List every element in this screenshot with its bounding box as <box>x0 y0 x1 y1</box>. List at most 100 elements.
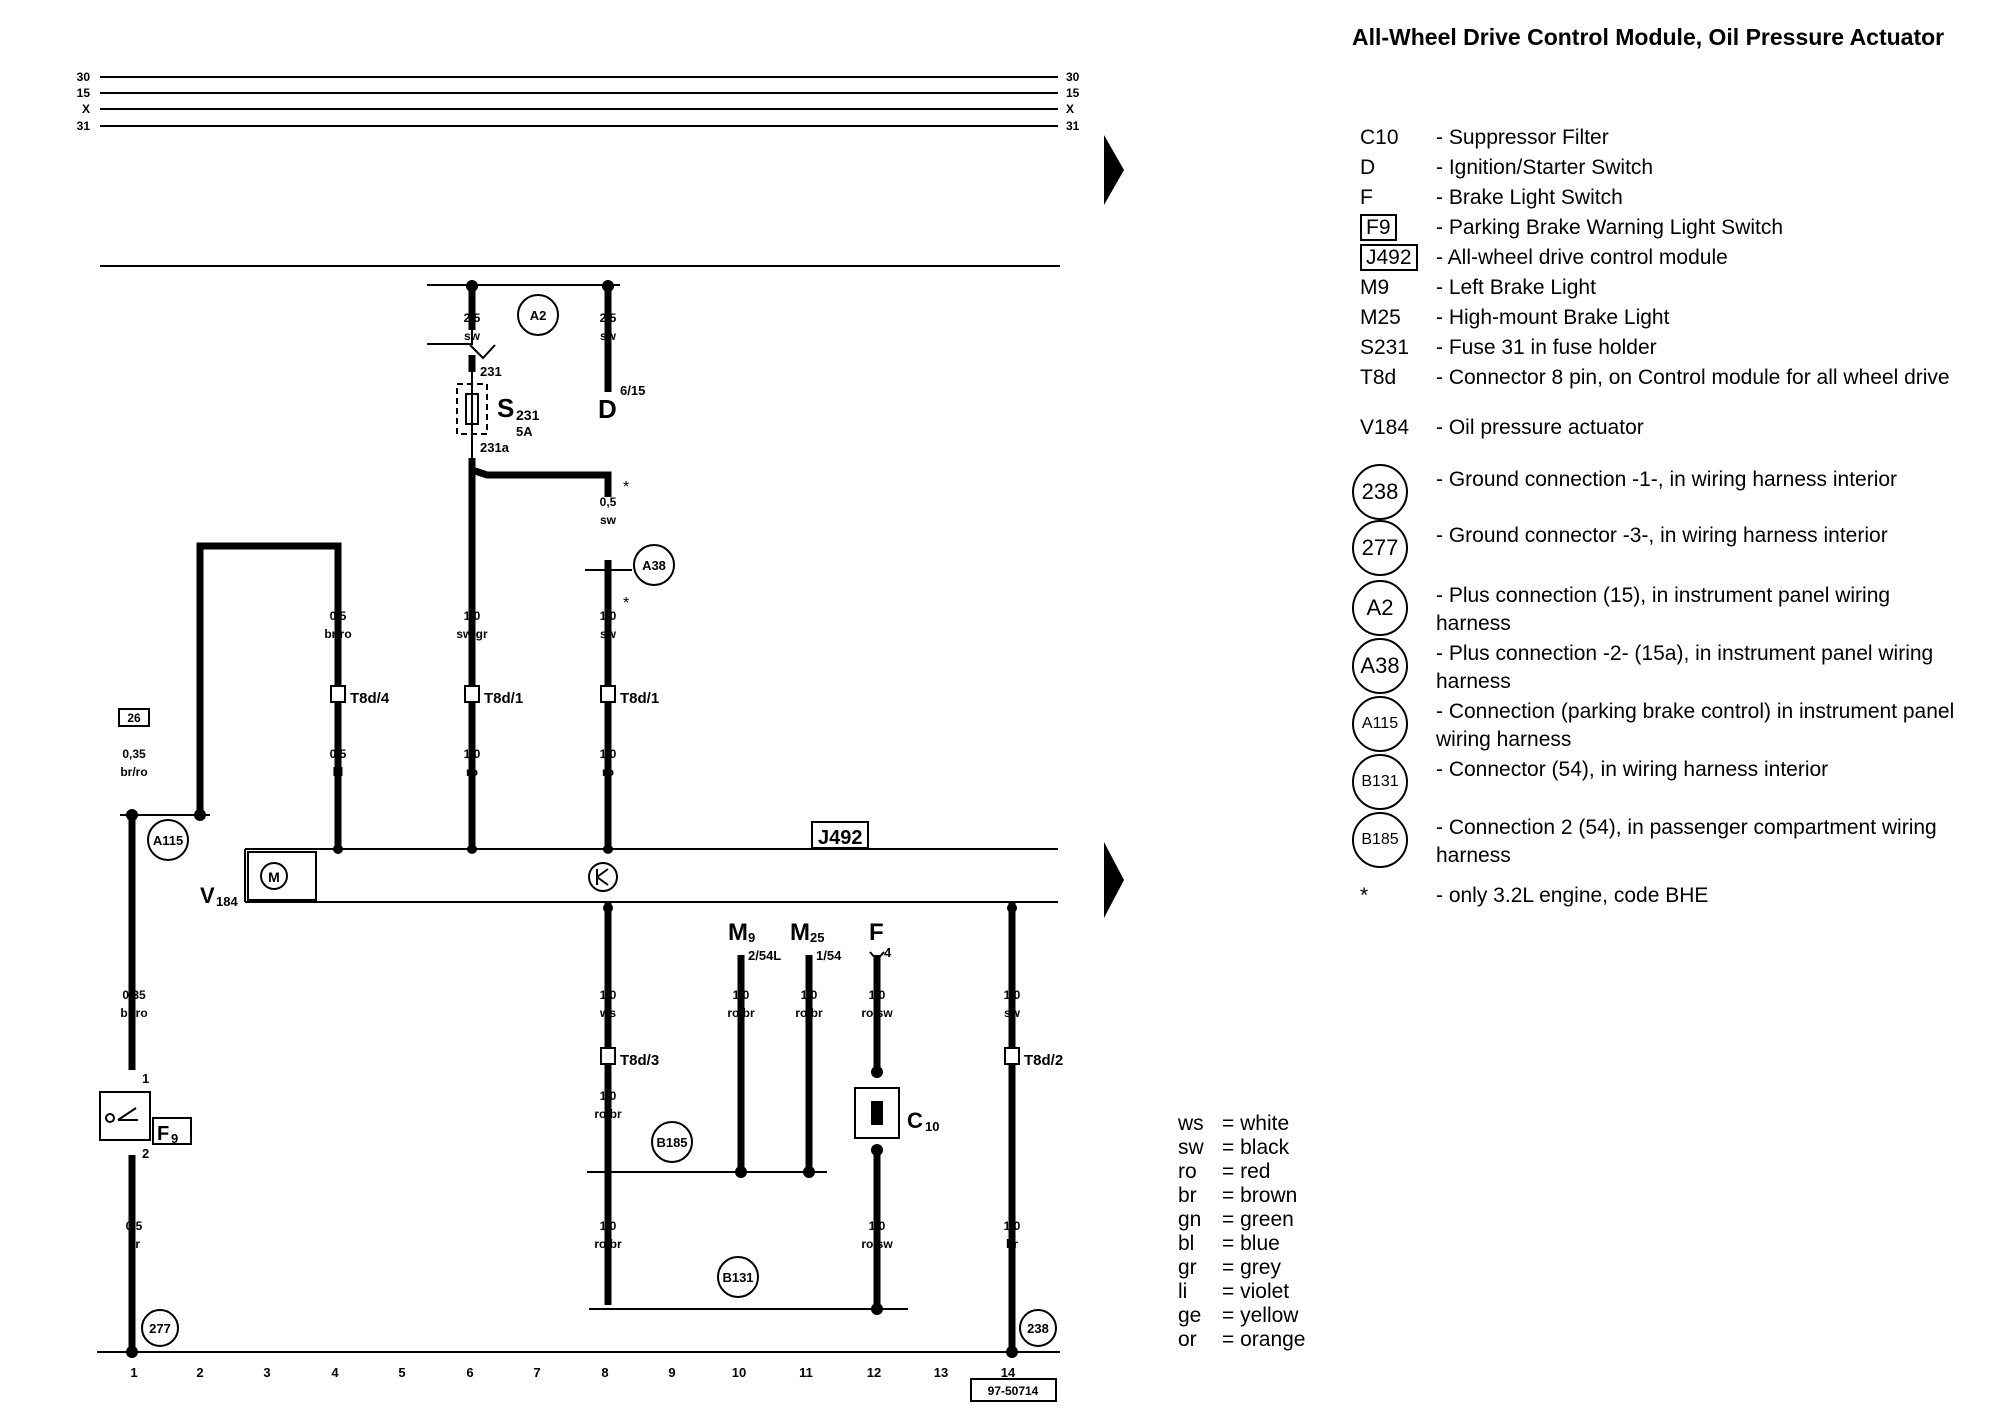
reference-number: 97-50714 <box>970 1378 1057 1402</box>
legend-description: - Plus connection -2- (15a), in instrume… <box>1436 642 1934 693</box>
ignition-switch-d: D 6/15 <box>598 383 645 424</box>
svg-text:10: 10 <box>732 1365 746 1380</box>
legend-code: B131 <box>1352 754 1408 810</box>
svg-text:T8d/1: T8d/1 <box>620 690 659 707</box>
svg-text:1,0: 1,0 <box>464 609 481 623</box>
svg-text:10: 10 <box>925 1119 939 1134</box>
svg-text:6: 6 <box>466 1365 473 1380</box>
svg-text:M: M <box>728 919 748 946</box>
svg-text:br: br <box>1006 1237 1018 1251</box>
connector-t8d-1-col8: T8d/1 <box>600 685 659 707</box>
position-numbers: 1 2 3 4 5 6 7 8 9 10 11 12 13 14 <box>130 1365 1016 1380</box>
svg-text:D: D <box>598 394 617 424</box>
asterisk-marker-upper: * <box>623 479 629 496</box>
color-abbreviation: ws <box>1178 1112 1204 1135</box>
legend-title: All-Wheel Drive Control Module, Oil Pres… <box>1352 24 1945 50</box>
svg-text:bl: bl <box>333 765 344 779</box>
legend-code: 277 <box>1352 520 1408 576</box>
svg-text:M: M <box>268 869 280 885</box>
color-name: = orange <box>1222 1328 1306 1351</box>
svg-text:231: 231 <box>516 407 540 423</box>
svg-text:ro: ro <box>602 765 614 779</box>
wires <box>128 286 1016 1352</box>
svg-text:T8d/4: T8d/4 <box>350 690 390 707</box>
svg-text:1,0: 1,0 <box>464 747 481 761</box>
svg-text:31: 31 <box>77 119 91 133</box>
legend-description: - Ground connection -1-, in wiring harne… <box>1436 468 1898 491</box>
color-abbreviation: gr <box>1178 1256 1197 1279</box>
circle-238: 238 <box>1027 1321 1049 1336</box>
circled-connections <box>141 294 1057 1347</box>
legend-description: - Ignition/Starter Switch <box>1436 156 1654 179</box>
connector-t8d-3: T8d/3 <box>600 1047 659 1069</box>
color-key-row: or = orange <box>1178 1328 1306 1352</box>
svg-text:T8d/1: T8d/1 <box>484 690 523 707</box>
svg-text:30: 30 <box>1066 70 1080 84</box>
legend-description: - Ground connector -3-, in wiring harnes… <box>1436 524 1888 547</box>
svg-text:1,0: 1,0 <box>600 747 617 761</box>
legend-description: - Plus connection (15), in instrument pa… <box>1436 584 1891 635</box>
svg-text:9: 9 <box>668 1365 675 1380</box>
svg-text:C: C <box>907 1108 923 1133</box>
svg-text:231a: 231a <box>480 440 510 455</box>
color-key-row: gn= green <box>1178 1208 1306 1232</box>
legend-description: - only 3.2L engine, code BHE <box>1436 884 1709 907</box>
legend-description: - Parking Brake Warning Light Switch <box>1436 216 1784 239</box>
svg-text:1,0: 1,0 <box>1004 1219 1021 1233</box>
svg-text:2,5: 2,5 <box>464 311 481 325</box>
color-name: = black <box>1222 1136 1290 1159</box>
svg-text:15: 15 <box>77 86 91 100</box>
legend-description: - Brake Light Switch <box>1436 186 1623 209</box>
color-abbreviation: or <box>1178 1328 1197 1351</box>
color-key-row: bl = blue <box>1178 1232 1306 1256</box>
fuse-box-tag: 26 <box>118 708 150 727</box>
svg-text:0,5: 0,5 <box>126 1219 143 1233</box>
continuation-arrow-middle <box>1104 842 1124 918</box>
svg-text:0,5: 0,5 <box>330 609 347 623</box>
svg-text:0,35: 0,35 <box>122 988 146 1002</box>
svg-text:1,0: 1,0 <box>801 988 818 1002</box>
circle-b185: B185 <box>656 1135 687 1150</box>
color-name: = blue <box>1222 1232 1280 1255</box>
svg-text:1: 1 <box>142 1071 149 1086</box>
svg-text:1,0: 1,0 <box>1004 988 1021 1002</box>
color-abbreviation: bl <box>1178 1232 1195 1255</box>
svg-text:ro/br: ro/br <box>727 1006 755 1020</box>
svg-text:30: 30 <box>77 70 91 84</box>
color-key-row: ge= yellow <box>1178 1304 1306 1328</box>
color-name: = green <box>1222 1208 1294 1231</box>
brake-light-switch-f: F 4 <box>869 919 892 962</box>
svg-text:1/54: 1/54 <box>816 948 842 963</box>
svg-text:13: 13 <box>934 1365 948 1380</box>
svg-text:X: X <box>1066 102 1074 116</box>
svg-text:12: 12 <box>867 1365 881 1380</box>
svg-text:3: 3 <box>263 1365 270 1380</box>
legend-code: S231 <box>1360 336 1410 359</box>
legend-code: A38 <box>1352 638 1408 694</box>
oil-pressure-actuator-v184: M V 184 <box>200 851 317 909</box>
legend-code: F9 <box>1360 214 1430 242</box>
connector-t8d-4: T8d/4 <box>330 685 390 707</box>
legend-description: - Left Brake Light <box>1436 276 1596 299</box>
brake-lights: M 9 2/54L M 25 1/54 <box>728 919 842 963</box>
svg-text:2,5: 2,5 <box>600 311 617 325</box>
legend-description: - Suppressor Filter <box>1436 126 1609 149</box>
color-key-row: gr= grey <box>1178 1256 1306 1280</box>
svg-text:br/ro: br/ro <box>324 627 351 641</box>
color-name: = brown <box>1222 1184 1298 1207</box>
color-abbreviation: ge <box>1178 1304 1202 1327</box>
svg-text:sw: sw <box>600 627 617 641</box>
svg-text:31: 31 <box>1066 119 1080 133</box>
svg-text:0,5: 0,5 <box>600 495 617 509</box>
legend-description: - Fuse 31 in fuse holder <box>1436 336 1657 359</box>
svg-text:26: 26 <box>127 711 141 725</box>
svg-text:V: V <box>200 883 215 908</box>
color-key-row: ws= white <box>1178 1112 1306 1136</box>
svg-text:ro/br: ro/br <box>795 1006 823 1020</box>
legend-code: T8d <box>1360 366 1397 389</box>
legend-code: M25 <box>1360 306 1401 329</box>
svg-text:ro/br: ro/br <box>594 1107 622 1121</box>
legend-description: - Connection 2 (54), in passenger compar… <box>1436 816 1937 867</box>
legend-code: V184 <box>1360 416 1410 439</box>
